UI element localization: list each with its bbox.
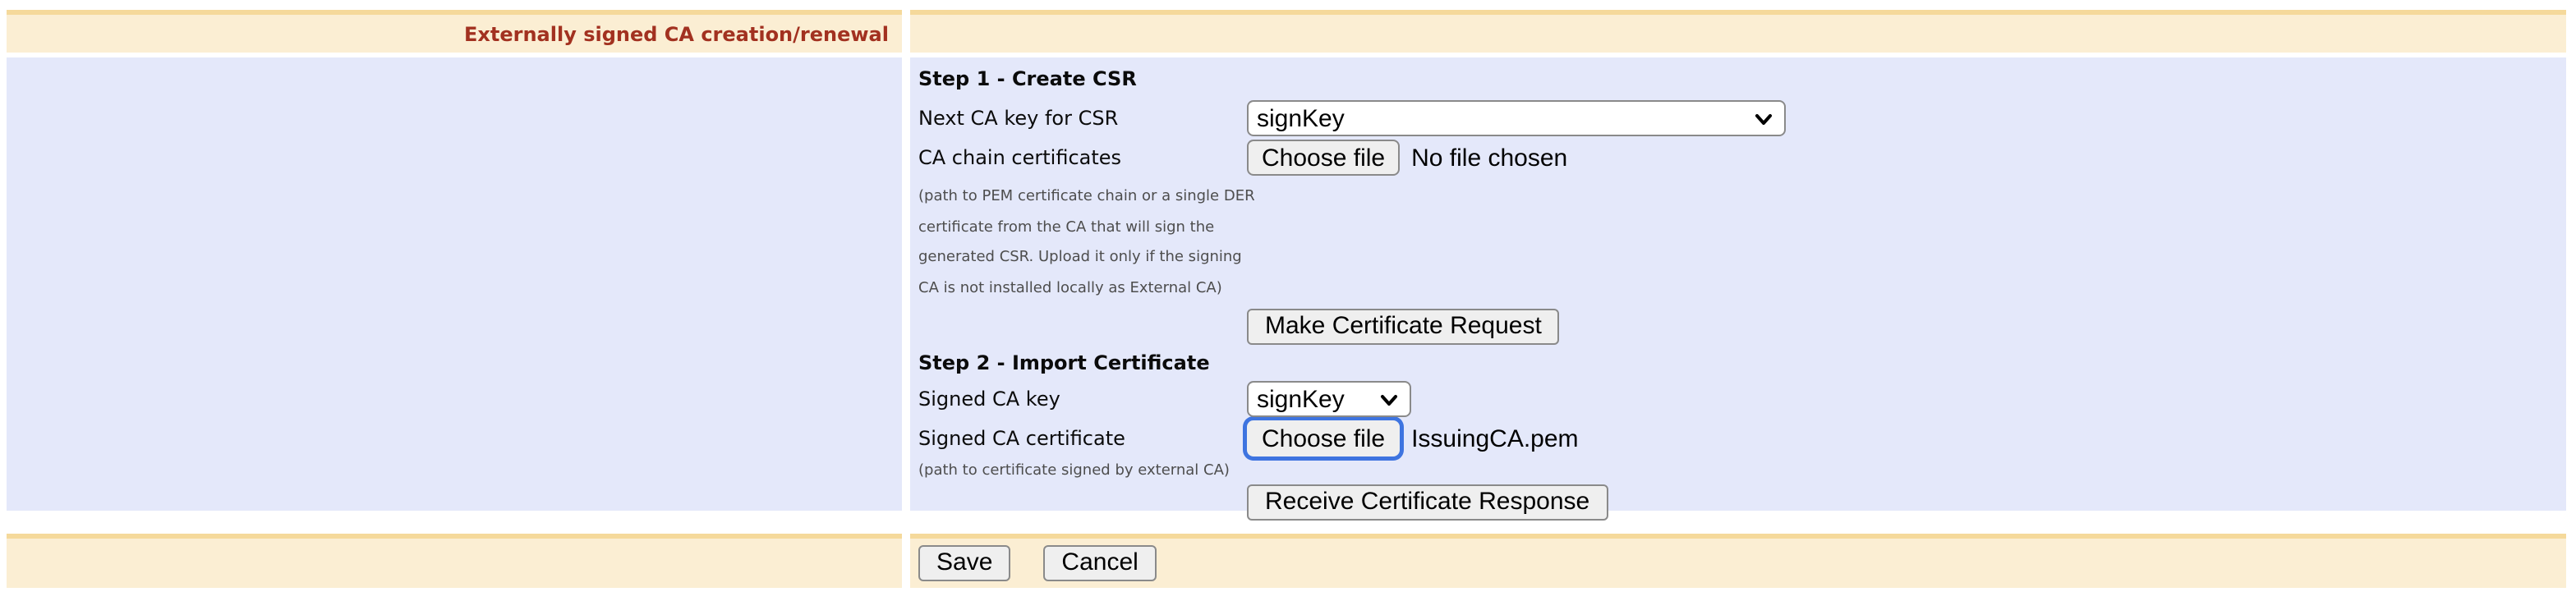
ca-chain-label: CA chain certificates (918, 146, 1122, 169)
choose-file-button-focused[interactable]: Choose file (1247, 420, 1401, 456)
help-line: (path to PEM certificate chain or a sing… (918, 189, 1255, 205)
chevron-down-icon (1381, 395, 1397, 406)
ca-edit-page: Externally signed CA creation/renewal St… (7, 10, 2571, 588)
signed-ca-key-select[interactable]: signKey (1247, 381, 1411, 417)
step1-heading: Step 1 - Create CSR (918, 67, 1137, 90)
ca-chain-help-text: (path to PEM certificate chain or a sing… (918, 182, 2566, 304)
signed-ca-cert-row: Signed CA certificate Choose file Issuin… (918, 419, 2566, 458)
receive-certificate-response-button[interactable]: Receive Certificate Response (1247, 484, 1608, 520)
make-request-row: Make Certificate Request (918, 307, 2566, 346)
next-ca-key-select[interactable]: signKey (1247, 100, 1786, 136)
footer-left-cell (7, 534, 902, 588)
next-ca-key-label: Next CA key for CSR (918, 107, 1119, 130)
chosen-file-name: IssuingCA.pem (1411, 424, 1579, 452)
left-empty-panel (7, 57, 902, 511)
signed-ca-cert-file-input: Choose file IssuingCA.pem (1247, 420, 1579, 456)
step2-heading: Step 2 - Import Certificate (918, 351, 1210, 374)
make-certificate-request-button[interactable]: Make Certificate Request (1247, 309, 1560, 345)
signed-ca-cert-help-text: (path to certificate signed by external … (918, 460, 2566, 483)
page-title: Externally signed CA creation/renewal (464, 22, 889, 45)
help-line: certificate from the CA that will sign t… (918, 219, 1215, 236)
next-ca-key-row: Next CA key for CSR signKey (918, 99, 2566, 138)
chevron-down-icon (1755, 114, 1772, 125)
footer-table: Save Cancel (7, 534, 2571, 588)
signed-ca-key-label: Signed CA key (918, 388, 1060, 411)
help-line: generated CSR. Upload it only if the sig… (918, 250, 1242, 266)
signed-ca-key-row: Signed CA key signKey (918, 379, 2566, 419)
receive-response-row: Receive Certificate Response (918, 483, 2566, 521)
ca-form-table: Externally signed CA creation/renewal St… (7, 10, 2571, 520)
help-line: (path to certificate signed by external … (918, 463, 1230, 479)
save-button[interactable]: Save (918, 545, 1011, 581)
signed-ca-key-selected-value: signKey (1257, 385, 1345, 413)
section-title-cell: Externally signed CA creation/renewal (7, 10, 902, 53)
signed-ca-cert-label: Signed CA certificate (918, 427, 1125, 450)
choose-file-button[interactable]: Choose file (1247, 140, 1401, 176)
section-title-spacer-cell (910, 10, 2566, 53)
help-line: CA is not installed locally as External … (918, 280, 1222, 296)
form-panel: Step 1 - Create CSR Next CA key for CSR … (910, 57, 2566, 520)
cancel-button[interactable]: Cancel (1043, 545, 1157, 581)
footer-actions: Save Cancel (910, 534, 2566, 588)
file-status-text: No file chosen (1411, 144, 1568, 172)
ca-chain-row: CA chain certificates Choose file No fil… (918, 138, 2566, 177)
ca-chain-file-input: Choose file No file chosen (1247, 140, 1567, 176)
next-ca-key-selected-value: signKey (1257, 104, 1345, 132)
